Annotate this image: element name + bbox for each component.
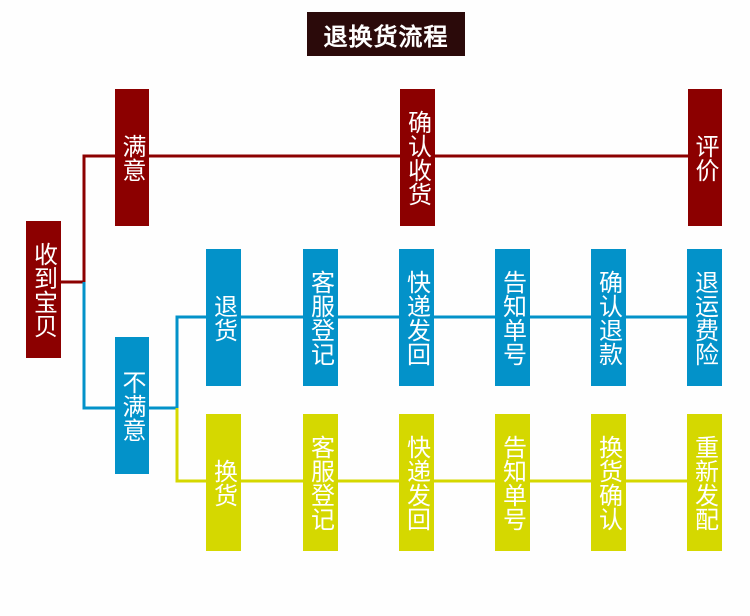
node-confirm-receipt: 确认收货 <box>400 89 435 226</box>
node-exchange-step-2: 快递发回 <box>399 414 434 551</box>
connector-root-to-satisfied <box>61 154 115 284</box>
node-unsatisfied: 不满意 <box>115 337 149 474</box>
node-exchange-step-1: 客服登记 <box>303 414 338 551</box>
connector-unsatisfied-to-exchange <box>175 408 206 483</box>
node-exchange-step-3: 告知单号 <box>495 414 530 551</box>
node-review: 评价 <box>688 89 722 226</box>
connector-unsatisfied-to-return <box>148 315 206 410</box>
node-return-step-5: 退运费险 <box>687 249 722 386</box>
flowchart-title: 退换货流程 <box>307 12 465 56</box>
node-return-step-3: 告知单号 <box>495 249 530 386</box>
node-return-step-1: 客服登记 <box>303 249 338 386</box>
node-root-received: 收到宝贝 <box>26 221 61 358</box>
node-return-step-2: 快递发回 <box>399 249 434 386</box>
node-exchange-step-4: 换货确认 <box>591 414 626 551</box>
node-return: 退货 <box>206 249 241 386</box>
node-satisfied: 满意 <box>115 89 149 226</box>
connector-root-to-unsatisfied <box>82 282 115 410</box>
node-return-step-4: 确认退款 <box>591 249 626 386</box>
node-exchange: 换货 <box>206 414 241 551</box>
node-exchange-step-5: 重新发配 <box>687 414 722 551</box>
